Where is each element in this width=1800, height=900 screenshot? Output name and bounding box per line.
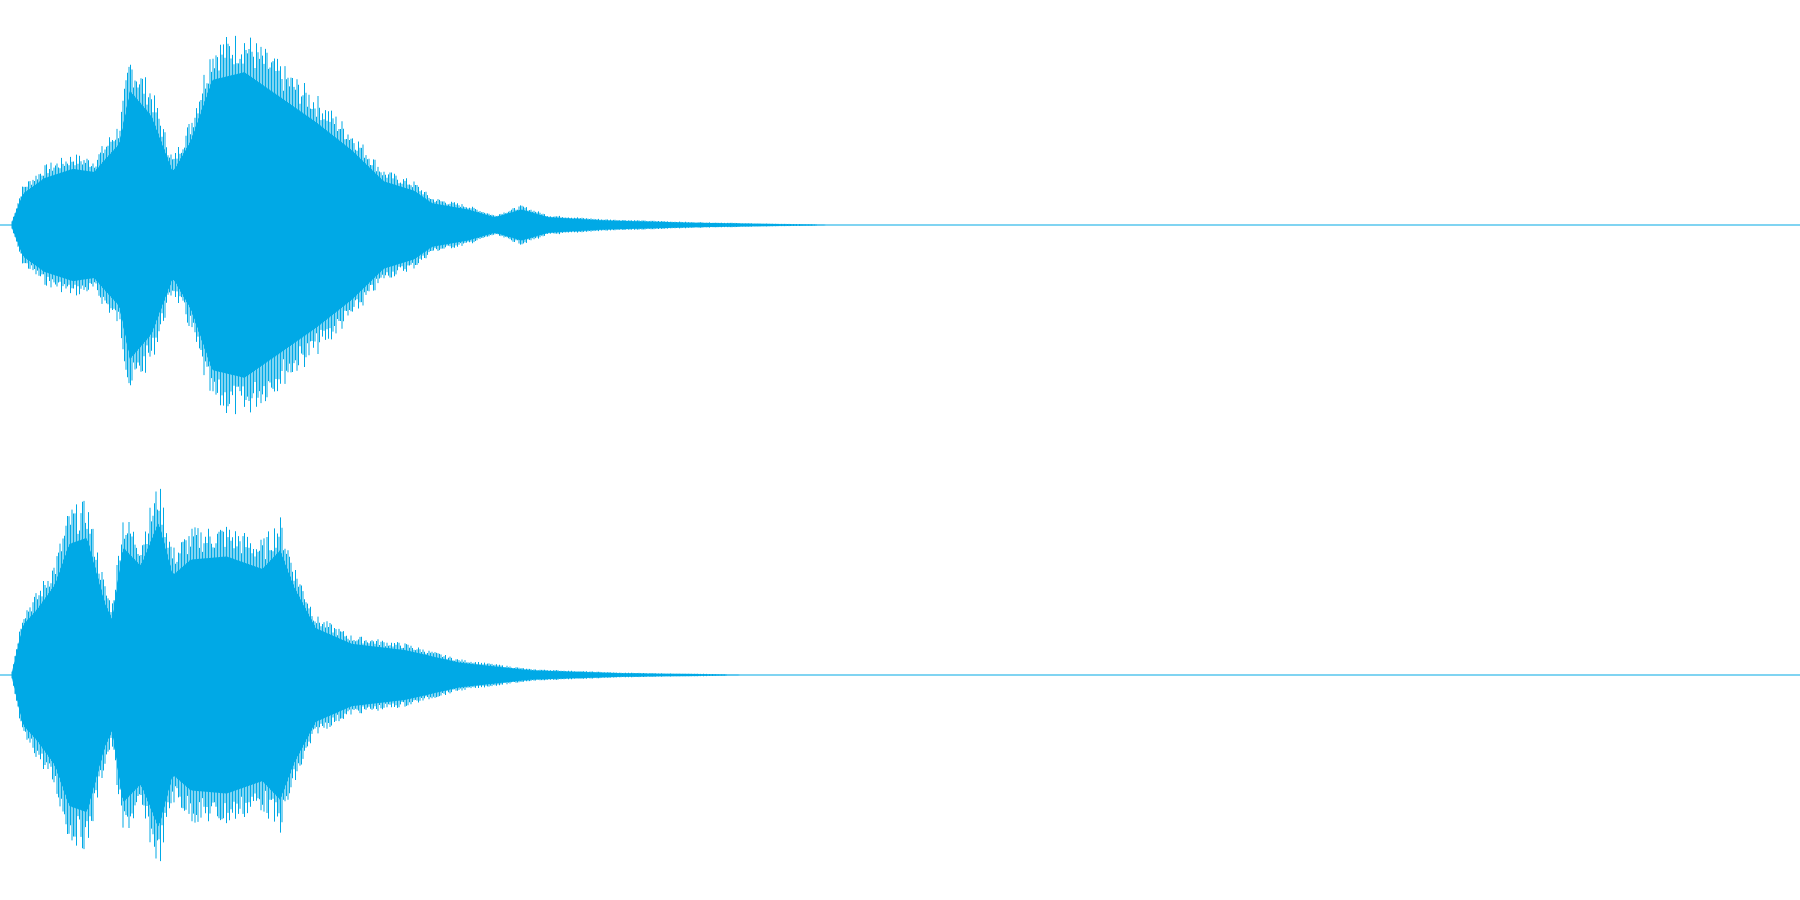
channel-bottom-waveform bbox=[0, 488, 1800, 862]
channel-envelope bbox=[12, 523, 1800, 827]
channel-envelope bbox=[12, 72, 1800, 378]
channel-oscillation bbox=[11, 488, 727, 862]
channel-oscillation bbox=[11, 35, 817, 415]
channel-top-waveform bbox=[0, 35, 1800, 415]
